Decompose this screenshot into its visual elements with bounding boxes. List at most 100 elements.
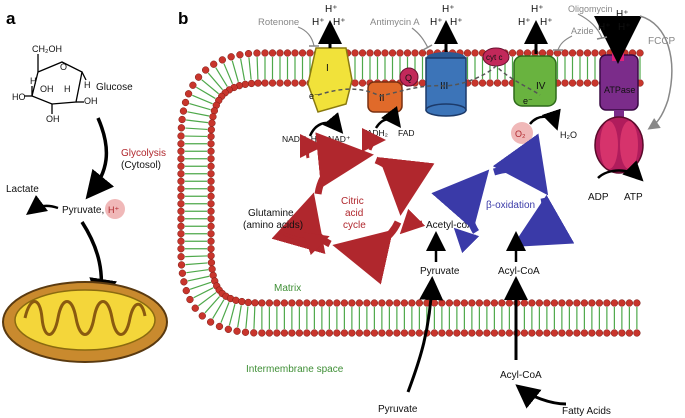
lipid-head (207, 140, 215, 148)
lipid-head (283, 49, 292, 57)
lipid-head (355, 329, 364, 337)
hplus-iii-top: H⁺ (442, 4, 455, 15)
lipid-head (177, 147, 185, 155)
lipid-tail (212, 299, 225, 319)
lipid-head (298, 49, 307, 57)
lipid-head (180, 278, 188, 286)
lipid-head (177, 253, 185, 261)
lipid-head (486, 79, 494, 87)
glucose-oh3: OH (40, 84, 54, 94)
hplus-iii-right: H⁺ (450, 17, 463, 28)
complex-ii (367, 81, 403, 113)
lipid-head (501, 79, 509, 87)
lipid-head (370, 299, 379, 307)
lipid-head (253, 49, 261, 57)
lipid-head (483, 299, 491, 307)
inner-membrane (177, 49, 644, 337)
lipid-head (303, 329, 311, 337)
glucose-ch2oh: CH₂OH (32, 44, 62, 54)
lipid-head (261, 49, 269, 57)
glucose-ho: HO (12, 92, 26, 102)
lipid-head (445, 299, 454, 307)
intermembrane-label: Intermembrane space (246, 364, 344, 375)
lipid-head (576, 49, 584, 57)
lipid-head (207, 185, 215, 193)
lipid-tail (185, 255, 208, 258)
lipid-head (207, 126, 215, 134)
lipid-head (218, 56, 227, 64)
lipid-head (182, 286, 190, 295)
lipid-head (493, 79, 502, 87)
lipid-head (453, 329, 461, 337)
o2-label: O₂ (515, 129, 526, 139)
electron-transport-path (317, 64, 541, 97)
lipid-head (177, 140, 185, 148)
lipid-head (208, 265, 216, 273)
lipid-head (388, 49, 397, 57)
hplus-atpase-right: H⁺ (618, 22, 631, 33)
lipid-head (241, 328, 250, 336)
fad-label: FAD (398, 128, 415, 138)
lipid-head (583, 79, 592, 87)
lipid-head (348, 329, 356, 337)
lipid-head (178, 269, 187, 277)
lipid-head (573, 299, 581, 307)
lipid-head (207, 200, 215, 208)
lipid-head (561, 49, 569, 57)
glucose-h3: H (64, 84, 71, 94)
lipid-head (208, 119, 216, 127)
glycolysis-arrow (85, 117, 115, 200)
lipid-head (207, 192, 215, 200)
lipid-head (561, 79, 569, 87)
lipid-head (177, 177, 185, 185)
nad-label: NAD⁺ (328, 134, 351, 144)
hplus-iii-left: H⁺ (430, 17, 443, 28)
lipid-head (453, 299, 461, 307)
cytc-label: cyt c (486, 53, 502, 62)
lipid-head (179, 107, 188, 115)
lipid-head (396, 49, 404, 57)
lipid-head (580, 299, 589, 307)
lipid-head (618, 329, 626, 337)
lipid-head (276, 49, 284, 57)
lipid-head (385, 299, 394, 307)
lipid-head (633, 329, 641, 337)
lipid-head (232, 296, 240, 304)
fccp-label: FCCP (648, 36, 676, 47)
acetyl-to-tca-arrow (399, 208, 426, 235)
lipid-head (177, 237, 185, 245)
lipid-head (595, 329, 604, 337)
matrix-label: Matrix (274, 283, 301, 294)
lipid-head (393, 329, 401, 337)
glucose-label: Glucose (96, 82, 133, 93)
fadh2-arrow (374, 106, 402, 129)
lipid-head (393, 299, 401, 307)
lipid-head (351, 49, 359, 57)
lipid-head (520, 329, 529, 337)
lipid-head (210, 107, 219, 115)
electron-iv: e⁻ (523, 96, 533, 106)
oligomycin-label: Oligomycin (568, 4, 613, 14)
lipid-head (177, 185, 185, 193)
lipid-head (333, 329, 341, 337)
rotenone-label: Rotenone (258, 17, 299, 28)
glucose-structure (24, 54, 87, 114)
hplus-atpase-top: H⁺ (616, 9, 629, 20)
pyruvate-inner-label: Pyruvate (420, 266, 460, 277)
fadh2-label: FADH₂ (362, 128, 388, 138)
lipid-head (543, 329, 551, 337)
ubiquinone-q (399, 67, 419, 87)
lipid-head (550, 329, 559, 337)
lipid-head (258, 329, 266, 337)
electron-i: e⁻ (309, 91, 319, 101)
lipid-head (177, 215, 185, 223)
lipid-tail (189, 281, 212, 290)
lipid-head (610, 329, 619, 337)
beta-to-acetyl-arrow (453, 227, 480, 254)
lipid-tail (220, 302, 230, 323)
lipid-head (348, 299, 356, 307)
lipid-head (528, 299, 536, 307)
hplus-i-left: H⁺ (312, 17, 325, 28)
lipid-head (565, 329, 574, 337)
lipid-head (207, 245, 215, 253)
